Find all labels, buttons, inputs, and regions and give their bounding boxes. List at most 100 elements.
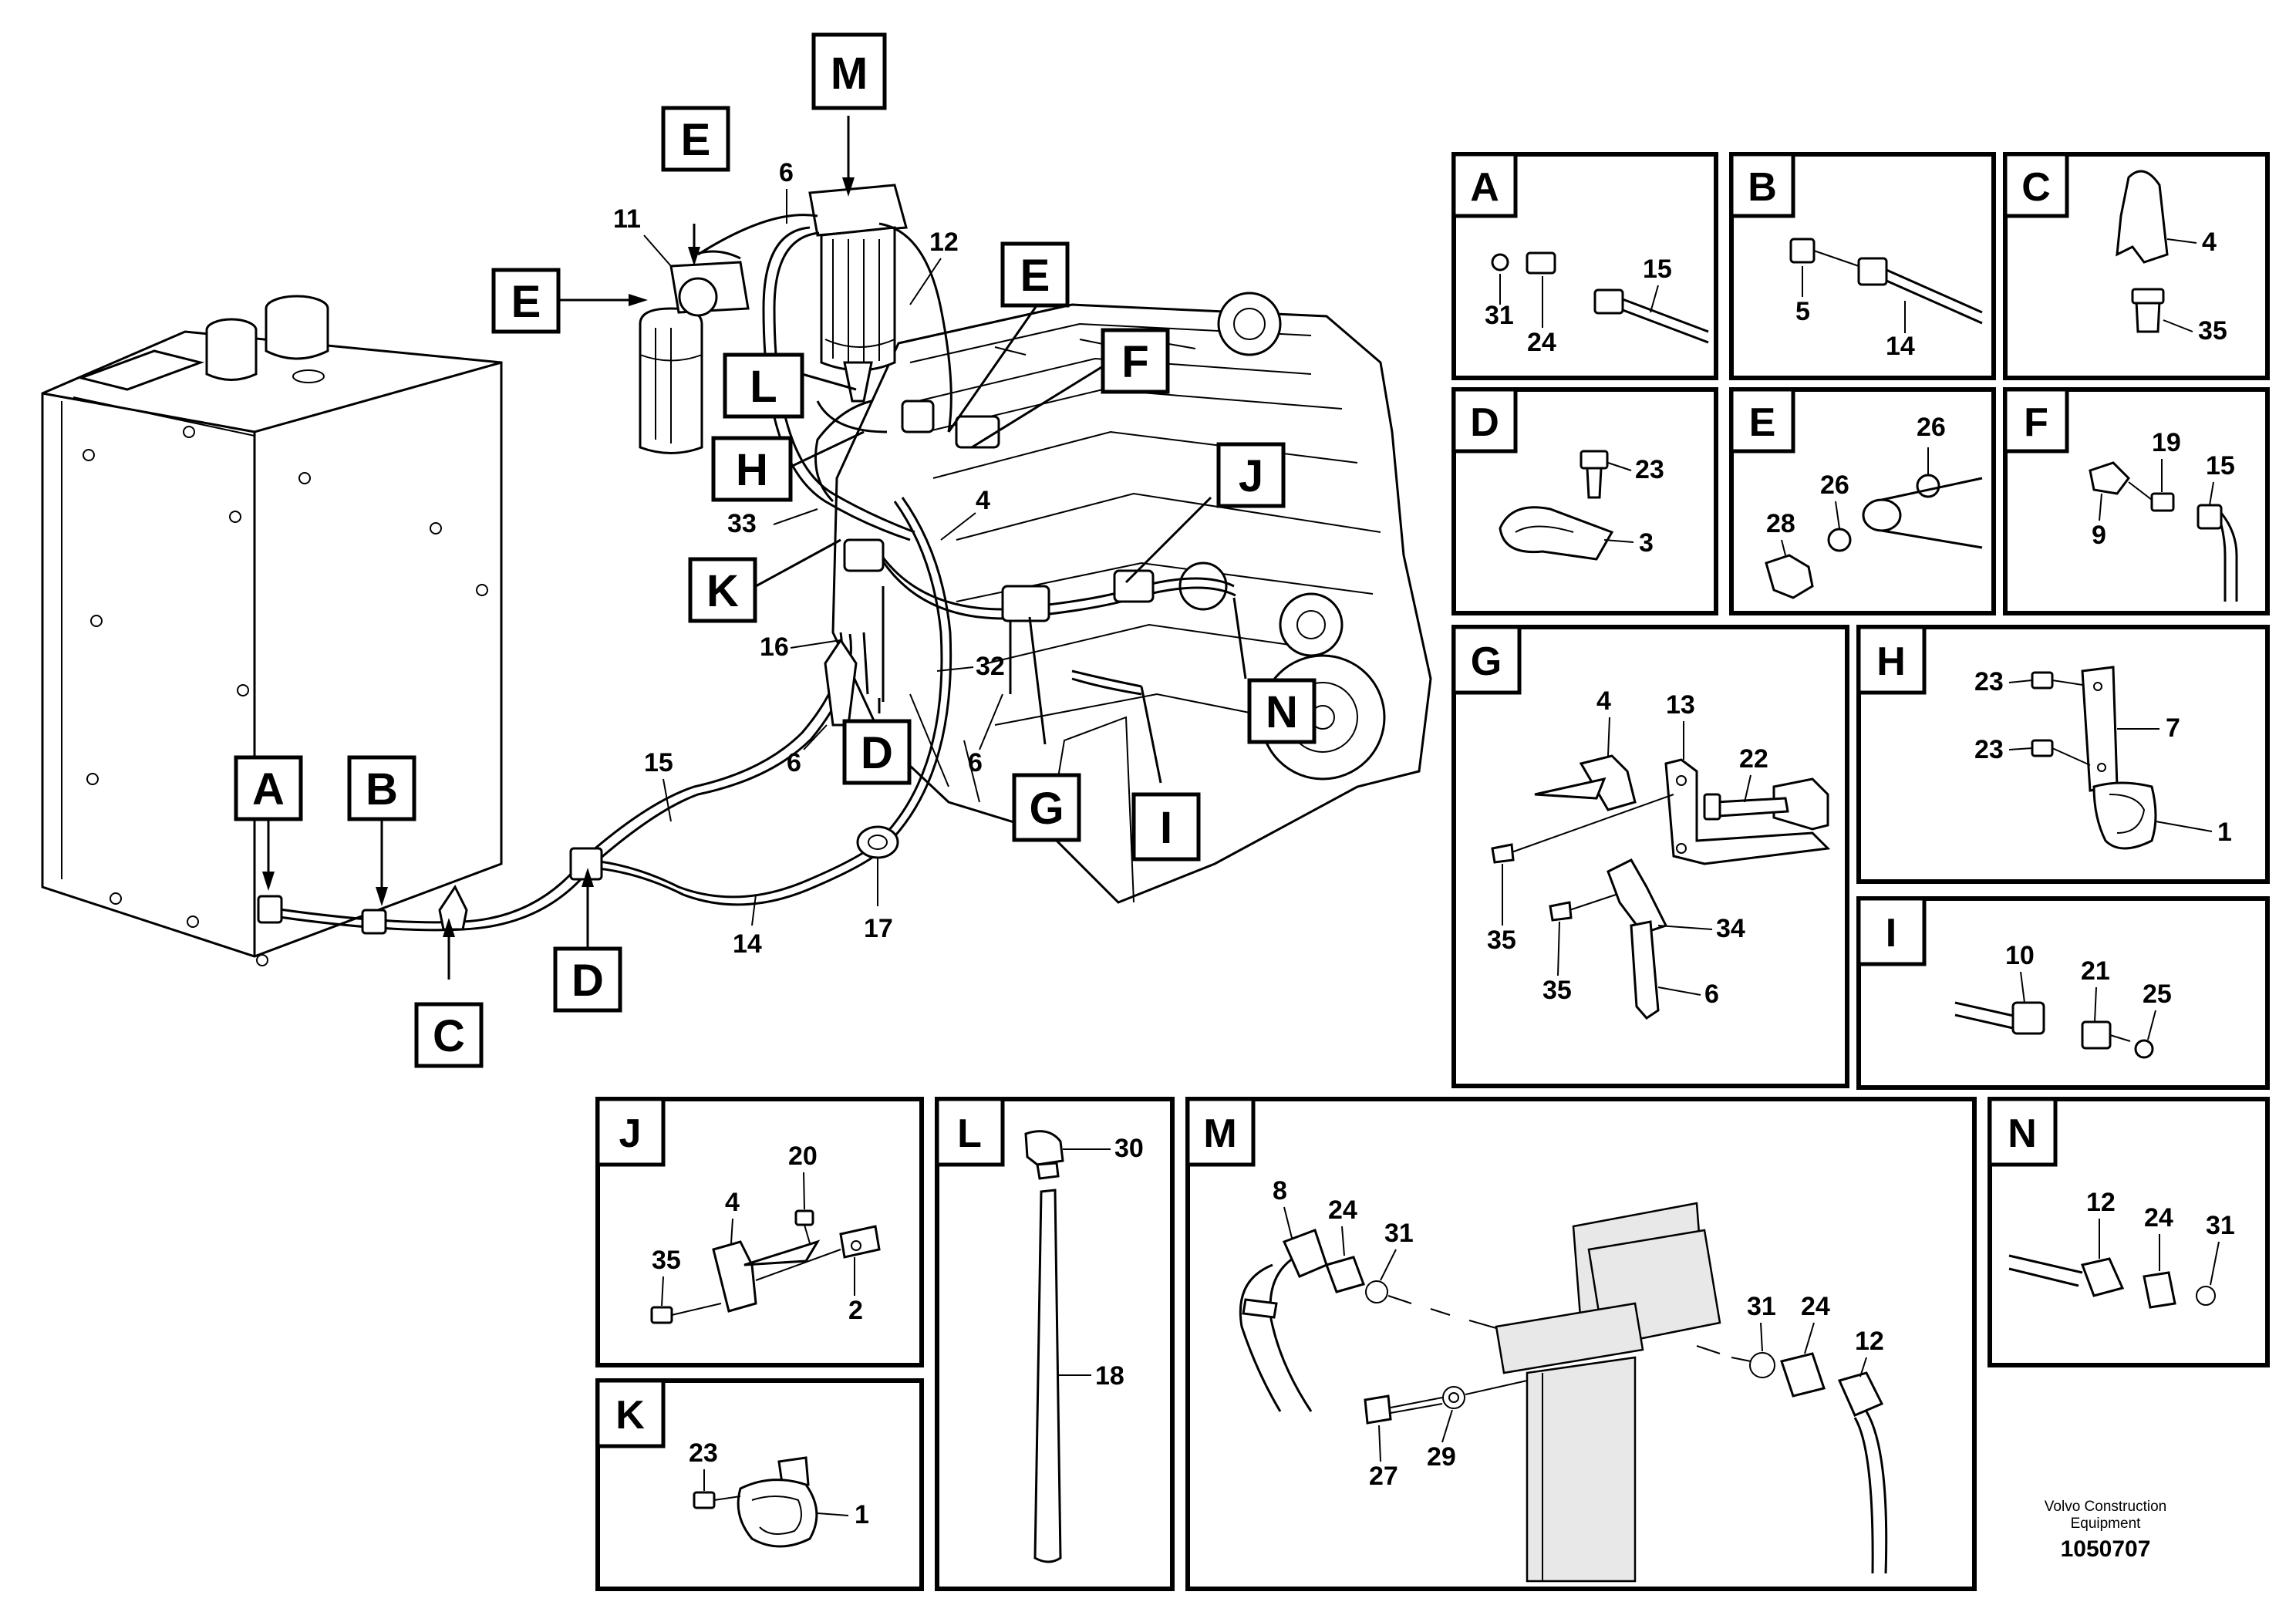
svg-text:A: A	[252, 764, 285, 814]
svg-text:M: M	[831, 49, 868, 99]
svg-text:H: H	[736, 445, 768, 495]
svg-text:23: 23	[1635, 455, 1664, 484]
main-leader-lines	[267, 116, 1247, 980]
detail-panel-E: E 26 26 28	[1729, 387, 1996, 615]
svg-text:24: 24	[1527, 328, 1556, 357]
svg-text:E: E	[1020, 251, 1050, 301]
svg-text:11: 11	[613, 204, 641, 234]
svg-text:12: 12	[929, 228, 959, 257]
callout-D-tank: D	[553, 946, 622, 1013]
detail-panels: A 31 24 15 B 5 14	[595, 152, 2270, 1591]
svg-text:G: G	[1471, 639, 1502, 684]
fuel-prefilter	[639, 250, 750, 454]
svg-text:23: 23	[1974, 667, 2004, 696]
svg-text:H: H	[1876, 639, 1906, 684]
detail-panel-M: M 8	[1185, 1097, 1977, 1591]
fuel-filter	[808, 184, 908, 403]
svg-text:14: 14	[733, 929, 762, 959]
svg-text:26: 26	[1917, 413, 1946, 442]
callout-H: H	[711, 436, 793, 502]
svg-text:4: 4	[976, 486, 990, 515]
document-number: 1050707	[2060, 1536, 2151, 1562]
svg-text:27: 27	[1369, 1462, 1398, 1491]
svg-text:22: 22	[1739, 744, 1768, 774]
svg-text:E: E	[681, 115, 711, 165]
svg-text:K: K	[615, 1393, 645, 1438]
svg-text:16: 16	[760, 632, 789, 662]
detail-panel-K: K 23 1	[595, 1378, 924, 1591]
detail-panel-A: A 31 24 15	[1451, 152, 1718, 380]
svg-text:4: 4	[2202, 228, 2217, 257]
svg-text:A: A	[1470, 165, 1499, 210]
svg-text:C: C	[2021, 165, 2051, 210]
svg-text:D: D	[571, 956, 604, 1006]
svg-text:L: L	[957, 1111, 982, 1156]
svg-text:31: 31	[1747, 1292, 1776, 1321]
svg-text:F: F	[1121, 337, 1148, 387]
svg-text:I: I	[1160, 803, 1172, 853]
svg-text:26: 26	[1820, 470, 1849, 500]
callout-F: F	[1101, 328, 1170, 394]
grommet	[856, 825, 899, 859]
svg-text:35: 35	[1487, 926, 1516, 955]
svg-text:31: 31	[1384, 1219, 1414, 1248]
callout-A: A	[234, 755, 303, 821]
svg-text:I: I	[1886, 911, 1896, 956]
svg-text:5: 5	[1795, 297, 1810, 326]
callout-B: B	[347, 755, 416, 821]
svg-text:20: 20	[788, 1141, 818, 1171]
svg-text:2: 2	[848, 1296, 863, 1325]
svg-text:25: 25	[2143, 980, 2172, 1009]
svg-text:30: 30	[1114, 1134, 1144, 1163]
callout-N: N	[1247, 678, 1317, 744]
main-number-leaders	[643, 189, 1003, 926]
svg-text:4: 4	[1596, 686, 1611, 716]
callout-K: K	[688, 557, 757, 623]
fuel-tank	[41, 295, 503, 966]
svg-text:28: 28	[1766, 509, 1795, 538]
manufacturer-credit: Volvo Construction Equipment	[2036, 1499, 2175, 1533]
svg-text:10: 10	[2005, 941, 2035, 970]
svg-text:N: N	[1266, 687, 1298, 737]
svg-text:4: 4	[725, 1188, 740, 1217]
main-callout-tags: A B C D D E E	[234, 32, 1317, 1068]
svg-text:1: 1	[855, 1500, 869, 1529]
detail-panel-J: J 20 4 35 2	[595, 1097, 924, 1367]
svg-text:35: 35	[1542, 976, 1572, 1005]
callout-E-prefilter: E	[491, 268, 561, 334]
svg-text:K: K	[706, 566, 739, 616]
svg-text:6: 6	[787, 748, 801, 777]
svg-text:19: 19	[2152, 428, 2181, 457]
svg-text:15: 15	[2206, 451, 2235, 481]
svg-text:6: 6	[968, 748, 983, 777]
svg-text:32: 32	[976, 652, 1005, 681]
detail-panel-B: B 5 14	[1729, 152, 1996, 380]
callout-J: J	[1216, 442, 1286, 508]
svg-text:29: 29	[1427, 1442, 1456, 1472]
detail-panel-H: H 23 23 7 1	[1856, 625, 2270, 884]
svg-text:J: J	[1239, 451, 1263, 501]
detail-panel-G: G 4 13 22 35 35 34 6	[1451, 625, 1849, 1088]
svg-text:9: 9	[2092, 521, 2106, 550]
credit-line-2: Equipment	[2070, 1516, 2141, 1532]
callout-E-engine: E	[1000, 241, 1070, 308]
svg-text:35: 35	[652, 1246, 681, 1275]
svg-text:G: G	[1029, 784, 1064, 834]
svg-text:18: 18	[1095, 1361, 1124, 1391]
detail-panel-I: I 10 21 25	[1856, 896, 2270, 1090]
svg-text:34: 34	[1716, 914, 1745, 943]
svg-text:C: C	[433, 1011, 465, 1061]
detail-panel-F: F 19 15 9	[2003, 387, 2270, 615]
svg-text:B: B	[1748, 165, 1777, 210]
main-assembly: A B C D D E E	[41, 32, 1432, 1068]
svg-text:23: 23	[1974, 735, 2004, 764]
svg-text:15: 15	[1643, 255, 1672, 284]
svg-text:D: D	[861, 728, 893, 778]
svg-text:14: 14	[1886, 332, 1915, 361]
svg-text:6: 6	[1704, 980, 1719, 1009]
svg-text:24: 24	[1801, 1292, 1830, 1321]
engine-fittings	[843, 400, 1155, 622]
line-clamps	[257, 638, 858, 935]
svg-text:24: 24	[2144, 1203, 2173, 1233]
